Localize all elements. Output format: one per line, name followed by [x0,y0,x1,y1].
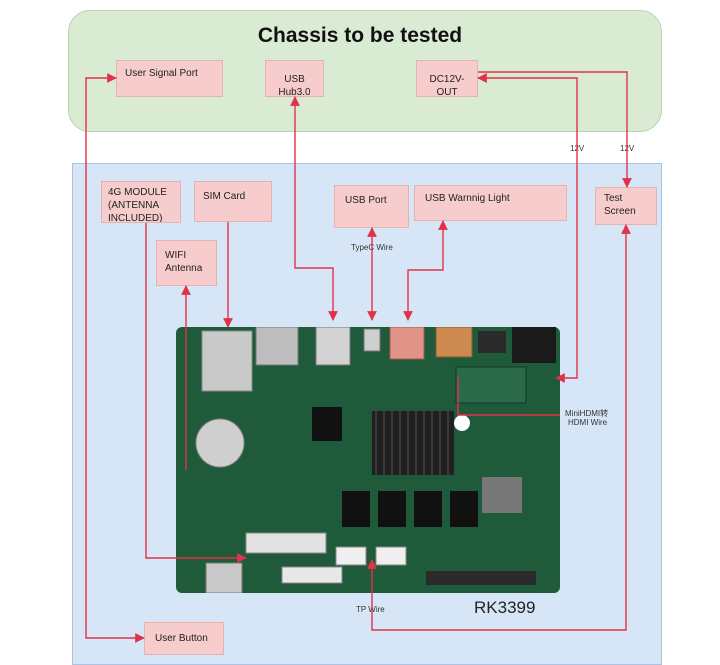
sim-card-box: SIM Card [194,181,272,222]
arrow-usb-hub [290,96,338,321]
usb-warning-light-label: USB Warnnig Light [425,193,510,204]
test-screen-box: Test Screen [595,187,657,225]
arrow-signal-to-button [85,73,145,643]
test-screen-line-1: Test [604,193,623,204]
lvds-connector [245,532,327,554]
usb-port-box: USB Port [334,185,409,228]
wifi-antenna-line-2: Antenna [165,263,203,274]
arrow-tp [367,224,631,631]
sim-card-label: SIM Card [203,191,246,202]
wifi-antenna-line-1: WIFI [165,250,187,261]
sim-slot [201,330,253,392]
test-screen-line-2: Screen [604,206,636,217]
bottom-connector-1 [281,566,343,584]
emmc-chip [312,407,342,441]
dc-out-label: DC12V-OUT [429,74,465,98]
user-signal-port-label: User Signal Port [125,68,198,79]
user-button-label: User Button [155,633,208,644]
usb-hub-label: USB Hub3.0 [278,74,311,98]
arrow-dc-board [477,73,578,383]
arrow-hdmi [457,377,560,416]
memory-chip-1 [342,491,370,527]
usb-stack-port [315,326,351,366]
arrow-dc-screen [478,71,632,188]
ethernet-port [255,326,299,366]
user-button-box: User Button [144,622,224,655]
dc-out-box: DC12V-OUT [416,60,478,98]
tp-wire-label: TP Wire [356,605,385,614]
usb-hub-box: USB Hub3.0 [265,60,324,98]
chassis-title: Chassis to be tested [257,24,463,47]
bottom-connector-2 [426,571,536,585]
tp-connector-1 [335,546,367,566]
board-name-label: RK3399 [474,598,536,617]
coin-battery [195,418,245,468]
usb-bottom-port [205,562,243,594]
usb-port-label: USB Port [345,195,387,206]
arrow-4g [145,223,247,563]
arrow-usb-warning [403,220,448,321]
